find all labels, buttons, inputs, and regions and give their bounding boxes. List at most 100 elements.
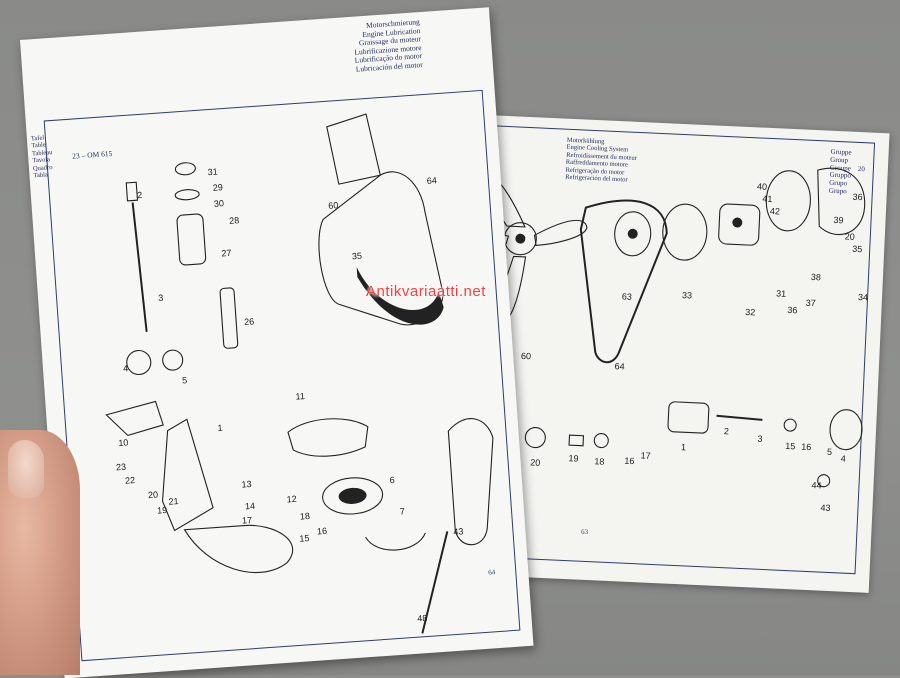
cooling-system-drawing <box>453 167 866 488</box>
strainer <box>183 524 294 574</box>
callout: 20 <box>147 489 159 501</box>
callout: 22 <box>124 475 136 486</box>
callout: 12 <box>286 493 298 505</box>
lubrication-drawing <box>105 113 494 634</box>
impeller <box>829 409 863 451</box>
thumbnail <box>8 440 44 498</box>
right-page: Motorkühlung Engine Cooling System Refro… <box>399 112 890 593</box>
callout: 44 <box>811 480 822 491</box>
callout: 39 <box>833 214 844 226</box>
callout: 64 <box>614 361 625 372</box>
gear <box>162 349 184 371</box>
callout: 1 <box>680 442 687 453</box>
pump-body <box>718 203 761 246</box>
spring-clip <box>365 532 426 551</box>
callout: 20 <box>844 231 856 242</box>
callout: 26 <box>243 316 255 328</box>
callout: 4 <box>840 453 846 464</box>
callout: 30 <box>213 198 225 209</box>
callout: 4 <box>122 363 129 374</box>
callout: 7 <box>399 506 406 517</box>
callout: 43 <box>820 502 831 514</box>
callout: 23 <box>115 461 127 473</box>
callout: 31 <box>207 166 219 178</box>
callout: 20 <box>529 457 541 468</box>
cap <box>125 181 139 202</box>
callout: 42 <box>769 205 781 217</box>
callout: 36 <box>787 304 798 316</box>
oil-filter <box>318 171 444 326</box>
callout: 2 <box>136 189 143 201</box>
callout: 31 <box>775 288 787 299</box>
callout: 6 <box>389 474 395 486</box>
callout: 1 <box>217 422 223 434</box>
long-rod <box>421 531 449 634</box>
callout: 35 <box>351 250 363 262</box>
v-belt <box>579 199 668 364</box>
callout: 38 <box>810 271 822 283</box>
oil-pump <box>161 418 214 532</box>
callout: 19 <box>156 504 168 516</box>
callout: 41 <box>762 193 773 205</box>
callout: 43 <box>453 526 464 537</box>
callout: 17 <box>241 514 253 526</box>
nut <box>174 162 196 176</box>
shaft <box>716 414 763 421</box>
callout: 28 <box>228 215 240 226</box>
callout: 16 <box>316 525 328 537</box>
pump-housing <box>817 167 866 235</box>
callout: 29 <box>212 182 224 193</box>
callout: 17 <box>640 450 651 461</box>
filter-shadow <box>356 267 444 325</box>
callout: 10 <box>118 437 129 449</box>
screen-center <box>338 487 367 504</box>
fan-blade <box>533 219 588 246</box>
callout: 32 <box>745 306 756 318</box>
callout: 16 <box>800 441 812 453</box>
spacer <box>568 434 585 447</box>
callout: 60 <box>520 350 532 362</box>
callout: 37 <box>805 297 816 309</box>
ring <box>817 474 831 488</box>
seal <box>783 418 797 432</box>
callout: 63 <box>621 291 633 302</box>
callout: 5 <box>181 375 188 386</box>
callout: 36 <box>852 191 863 203</box>
callout: 64 <box>426 175 438 186</box>
callout: 18 <box>299 510 311 522</box>
callout: 3 <box>157 292 164 303</box>
callout: 5 <box>826 446 833 458</box>
callout: 3 <box>757 433 763 444</box>
gear <box>126 349 152 376</box>
canister <box>447 418 494 546</box>
callout: 60 <box>327 200 339 211</box>
pulley <box>662 203 708 261</box>
callout: 15 <box>785 440 796 452</box>
bearing-assembly <box>667 401 710 434</box>
fan-center <box>515 233 526 244</box>
washer <box>593 433 609 449</box>
bracket <box>105 400 164 437</box>
callout: 48 <box>416 613 428 624</box>
sleeve <box>176 213 207 266</box>
callout: 14 <box>244 500 256 512</box>
callout: 18 <box>594 456 605 467</box>
callout: 35 <box>852 243 863 255</box>
callout: 34 <box>857 292 869 303</box>
screen <box>322 477 384 515</box>
callout: 15 <box>299 533 310 544</box>
gasket <box>765 170 811 232</box>
callout: 33 <box>681 290 693 301</box>
cover <box>287 418 369 457</box>
callout: 11 <box>295 391 306 402</box>
callout: 21 <box>168 496 179 507</box>
pulley <box>614 211 652 257</box>
callout: 40 <box>756 181 768 192</box>
rod <box>131 202 148 332</box>
callout: 13 <box>241 478 252 490</box>
left-page: Motorschmierung Engine Lubrication Grais… <box>20 7 534 678</box>
ring <box>174 189 200 201</box>
callout: 19 <box>568 453 579 464</box>
hub <box>524 427 546 449</box>
callout: 27 <box>221 247 232 259</box>
